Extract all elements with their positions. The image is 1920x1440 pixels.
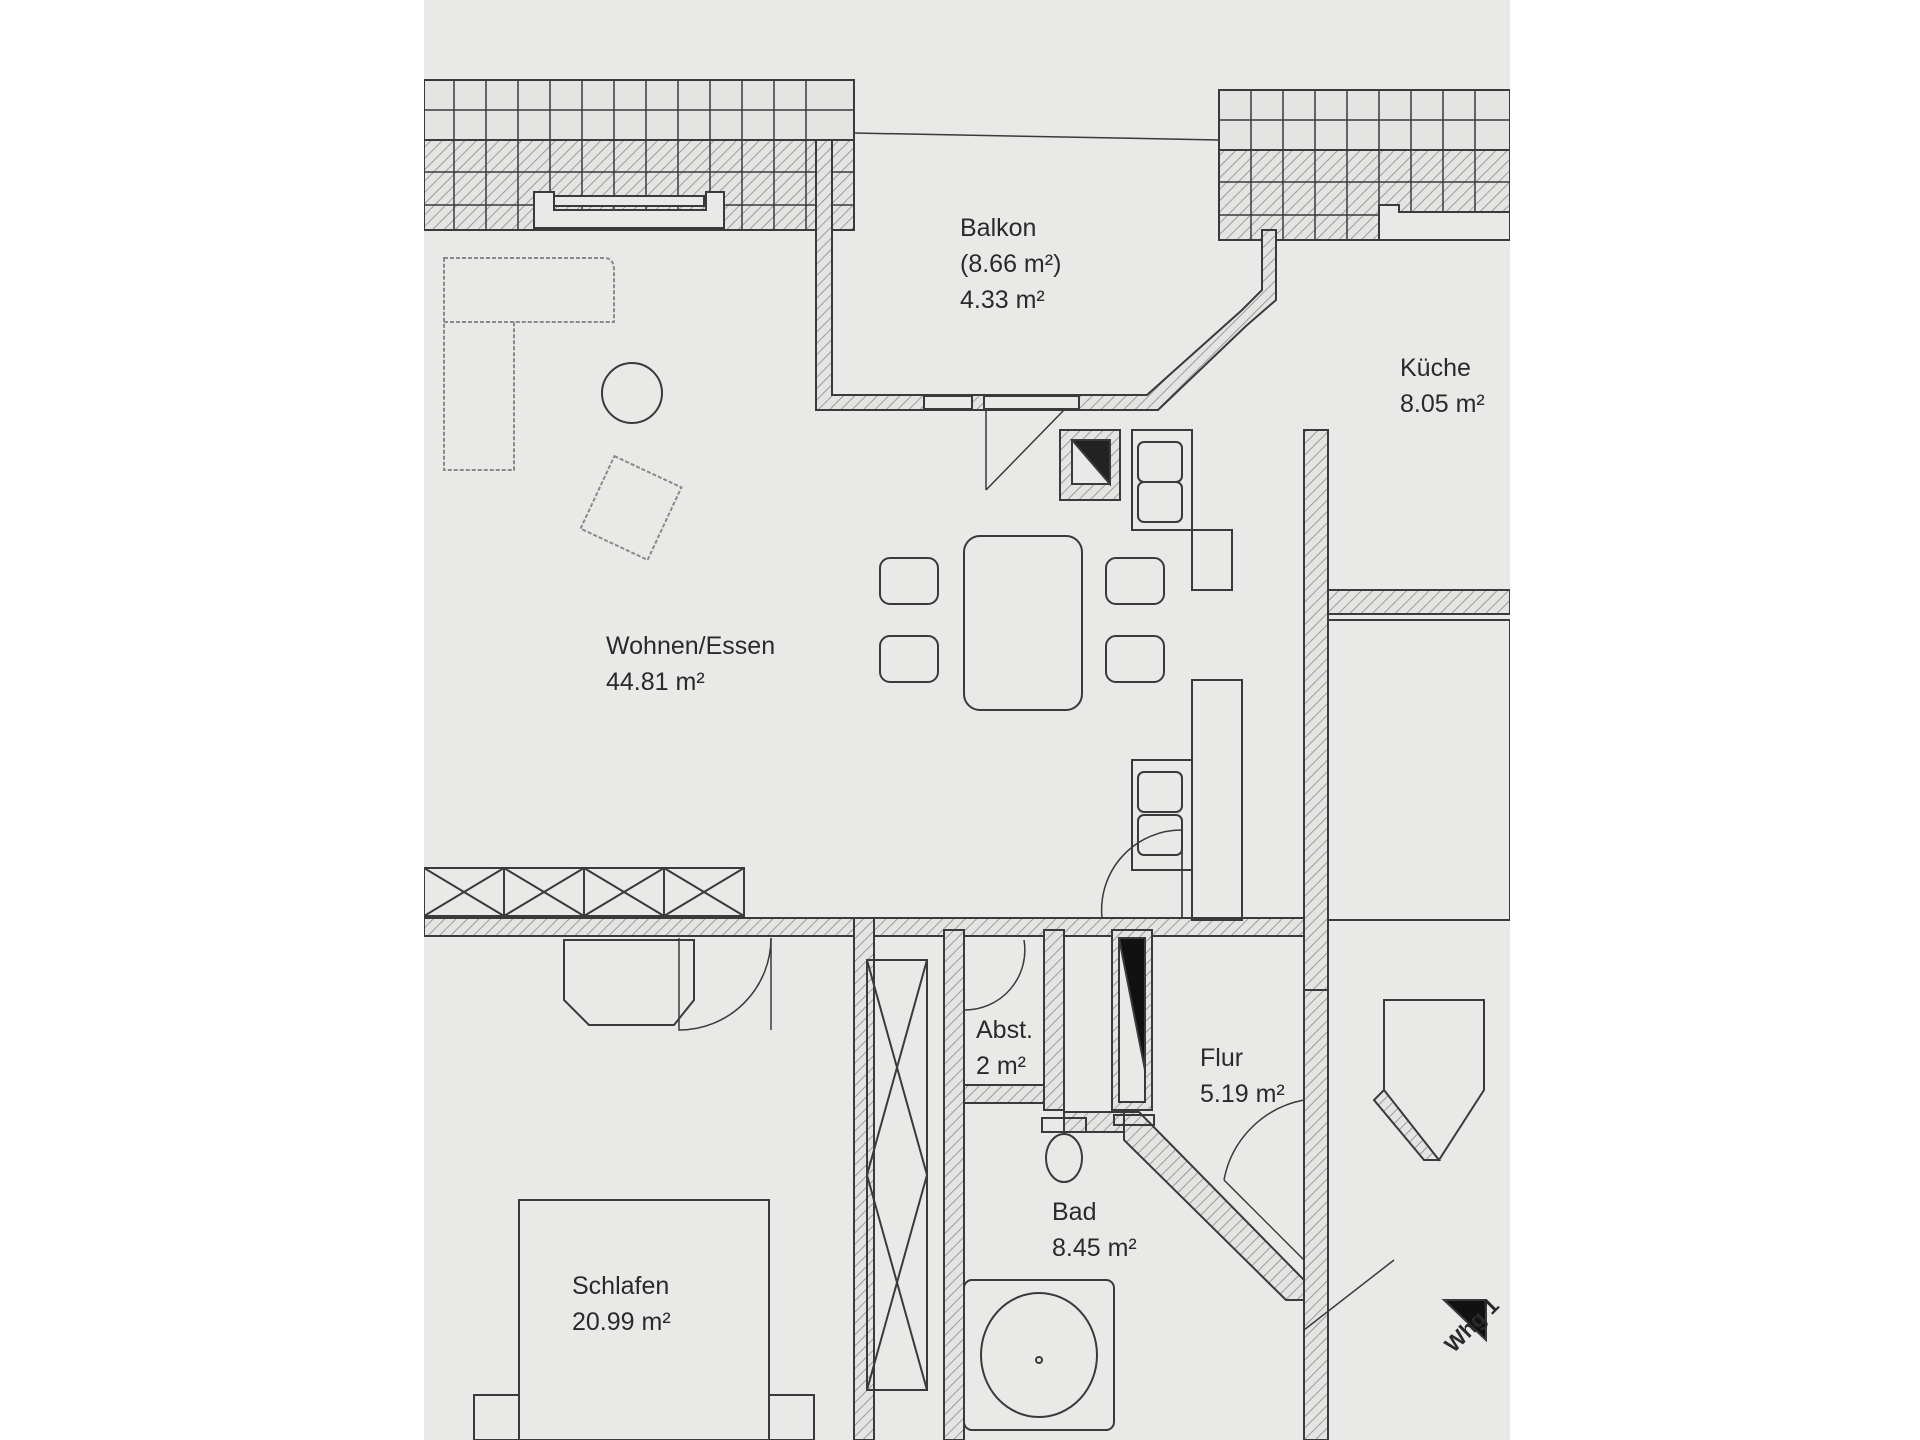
room-area: 2 m² xyxy=(976,1052,1026,1080)
roof-tiles-left xyxy=(424,79,855,231)
room-area: 8.45 m² xyxy=(1052,1234,1137,1262)
room-label-kueche: Küche 8.05 m² xyxy=(1400,350,1485,422)
room-area: 44.81 m² xyxy=(606,668,705,696)
balcony-outline xyxy=(815,132,1277,491)
room-area: 20.99 m² xyxy=(572,1308,671,1336)
bedroom-desk xyxy=(563,939,695,1026)
room-name: Flur xyxy=(1200,1044,1244,1072)
room-label-wohnen: Wohnen/Essen 44.81 m² xyxy=(606,628,775,700)
bedroom-wardrobe xyxy=(866,959,928,1391)
room-label-schlafen: Schlafen 20.99 m² xyxy=(572,1268,671,1340)
room-area-gross: (8.66 m²) xyxy=(960,250,1062,278)
floor-plan xyxy=(424,79,1510,1440)
wardrobe-row xyxy=(424,867,745,917)
room-area: 4.33 m² xyxy=(960,286,1045,314)
room-label-balkon: Balkon (8.66 m²) 4.33 m² xyxy=(960,210,1061,318)
bed xyxy=(473,1199,815,1440)
doors xyxy=(678,829,1183,1031)
room-area: 5.19 m² xyxy=(1200,1080,1285,1108)
unit-marker xyxy=(1441,1299,1487,1343)
room-name: Abst. xyxy=(976,1016,1033,1044)
room-label-flur: Flur 5.19 m² xyxy=(1200,1040,1285,1112)
chimney xyxy=(1059,429,1121,501)
installation-shaft xyxy=(1111,929,1155,1126)
sofa xyxy=(443,257,615,471)
roof-tiles-right xyxy=(1218,89,1510,241)
armchair xyxy=(579,454,683,562)
side-table xyxy=(601,362,663,424)
room-name: Schlafen xyxy=(572,1272,670,1300)
bathroom-fixtures xyxy=(963,1117,1115,1431)
room-name: Küche xyxy=(1400,354,1471,382)
room-name: Wohnen/Essen xyxy=(606,632,776,660)
right-shower xyxy=(1223,999,1485,1331)
room-area: 8.05 m² xyxy=(1400,390,1485,418)
room-name: Bad xyxy=(1052,1198,1097,1226)
room-name: Balkon xyxy=(960,214,1037,242)
dining-table xyxy=(879,535,1165,711)
room-label-abst: Abst. 2 m² xyxy=(976,1012,1033,1084)
interior-walls xyxy=(424,429,1510,1440)
room-label-bad: Bad 8.45 m² xyxy=(1052,1194,1137,1266)
